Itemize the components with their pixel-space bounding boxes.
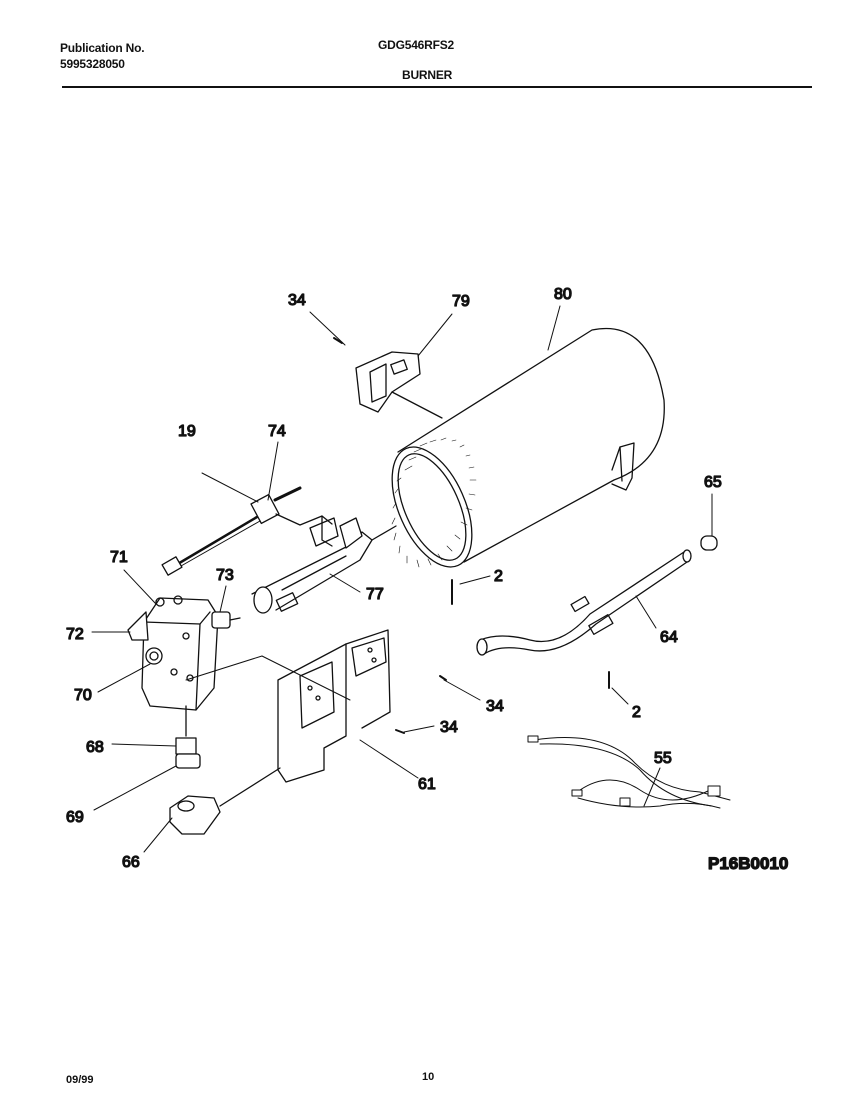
model-number: GDG546RFS2 [378,38,455,52]
callout-68: 68 [86,739,104,756]
screws-part [333,337,610,734]
flame-sensor-part [355,351,443,419]
callout-34: 34 [486,698,504,715]
leader-lines [91,305,713,853]
section-title: BURNER [402,68,453,82]
callout-55: 55 [654,750,672,767]
callout-70: 70 [74,687,92,704]
callout-80: 80 [554,286,572,303]
callout-71: 71 [110,549,128,566]
valve-bracket-part [277,629,391,783]
publication-number: 5995328050 [60,57,125,71]
callout-2: 2 [494,568,503,585]
callout-64: 64 [660,629,678,646]
combustion-chamber-part [391,327,665,568]
callout-74: 74 [268,423,286,440]
callout-34: 34 [288,292,306,309]
header-rule [62,86,812,88]
page-number: 10 [422,1071,435,1083]
callout-73: 73 [216,567,234,584]
gas-valve-part [127,595,241,737]
callout-19: 19 [178,423,196,440]
diagram-code: P16B0010 [708,854,788,873]
callout-69: 69 [66,809,84,826]
gas-pipe-part [476,535,718,656]
footer-date: 09/99 [66,1074,94,1086]
callout-65: 65 [704,474,722,491]
callout-34: 34 [440,719,458,736]
callout-72: 72 [66,626,84,643]
wire-harness-part [527,735,731,809]
burner-tube-part [251,517,397,614]
callout-66: 66 [122,854,140,871]
pipe-fittings-part [169,737,281,835]
callout-77: 77 [366,586,384,603]
callout-61: 61 [418,776,436,793]
publication-label: Publication No. [60,41,145,55]
callout-79: 79 [452,293,470,310]
igniter-part [161,486,333,576]
callout-2: 2 [632,704,641,721]
